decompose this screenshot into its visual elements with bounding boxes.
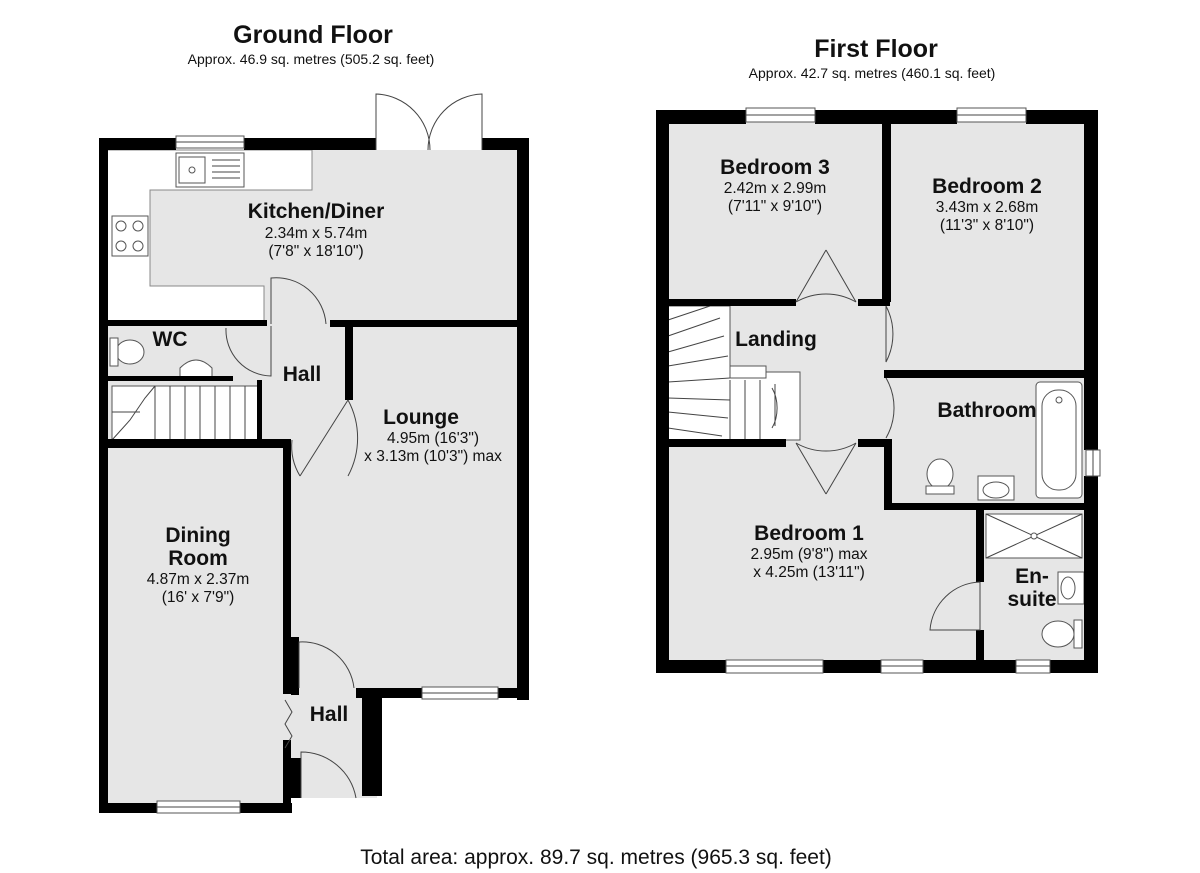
ensuite-basin-icon — [1057, 571, 1085, 605]
kitchen-diner-label: Kitchen/Diner — [248, 200, 385, 223]
front-door — [300, 751, 357, 799]
ensuite-door — [929, 581, 981, 631]
shower-tray-icon — [985, 513, 1083, 559]
lounge-dim-line1: 4.95m (16'3") — [387, 430, 479, 447]
dining-room-label-line2: Room — [168, 547, 228, 570]
dining-room-dim-imperial: (16' x 7'9") — [162, 589, 235, 606]
hall-inner-door — [298, 641, 355, 689]
first-floor-windows — [725, 107, 1101, 674]
first-floor-plan: First Floor Approx. 42.7 sq. metres (460… — [656, 35, 1101, 674]
bedroom3-door — [795, 249, 857, 303]
lounge-door — [291, 399, 349, 477]
lounge-dim-line2: x 3.13m (10'3") max — [364, 448, 502, 465]
ensuite-toilet-icon — [1041, 619, 1083, 649]
ground-stairs — [111, 385, 259, 441]
bathroom-label: Bathroom — [937, 399, 1036, 422]
hall-lower-label: Hall — [310, 703, 349, 726]
bedroom1-door — [795, 442, 857, 495]
wc-door — [225, 326, 272, 377]
bedroom1-dim-line1: 2.95m (9'8") max — [751, 546, 868, 563]
landing-label: Landing — [735, 328, 817, 351]
ground-floor-area: Approx. 46.9 sq. metres (505.2 sq. feet) — [188, 51, 435, 67]
bedroom3-dim-metric: 2.42m x 2.99m — [724, 180, 827, 197]
bath-icon — [1035, 381, 1083, 499]
wc-toilet-icon — [109, 337, 145, 367]
kitchen-diner-dim-metric: 2.34m x 5.74m — [265, 225, 368, 242]
first-floor-area: Approx. 42.7 sq. metres (460.1 sq. feet) — [749, 65, 996, 81]
kitchen-french-door-left — [375, 93, 431, 151]
bedroom3-label: Bedroom 3 — [720, 156, 830, 179]
hall-kitchen-door — [270, 277, 327, 325]
first-floor-walls — [656, 110, 1098, 673]
total-area: Total area: approx. 89.7 sq. metres (965… — [360, 846, 832, 869]
bedroom2-label: Bedroom 2 — [932, 175, 1042, 198]
kitchen-sink-icon — [175, 152, 245, 188]
ground-floor-plan: Ground Floor Approx. 46.9 sq. metres (50… — [99, 21, 529, 814]
first-floor-doors — [795, 249, 981, 631]
dining-room-label-line1: Dining — [165, 524, 230, 547]
hall-upper-label: Hall — [283, 363, 322, 386]
ground-floor-title: Ground Floor — [233, 21, 393, 49]
first-floor-title: First Floor — [814, 35, 938, 63]
bedroom1-label: Bedroom 1 — [754, 522, 864, 545]
dining-room-dim-metric: 4.87m x 2.37m — [147, 571, 250, 588]
ground-floor-walls — [99, 138, 529, 813]
bedroom1-dim-line2: x 4.25m (13'11") — [753, 564, 865, 581]
bedroom2-dim-metric: 3.43m x 2.68m — [936, 199, 1039, 216]
bathroom-basin-icon — [977, 475, 1015, 501]
dining-bifold-door — [284, 699, 293, 749]
lounge-door-arc — [347, 399, 359, 477]
bedroom2-dim-imperial: (11'3" x 8'10") — [940, 217, 1034, 234]
first-stairs — [667, 305, 801, 441]
ground-floor-doors — [225, 93, 483, 799]
kitchen-diner-dim-imperial: (7'8" x 18'10") — [268, 243, 363, 260]
ensuite-label-line1: En- — [1015, 565, 1049, 588]
bedroom2-door — [885, 305, 894, 363]
ensuite-label-line2: suite — [1007, 588, 1056, 611]
ground-floor-fills — [107, 150, 521, 812]
ground-floor-windows — [156, 135, 499, 814]
wc-label: WC — [153, 328, 188, 351]
bedroom3-dim-imperial: (7'11" x 9'10") — [728, 198, 822, 215]
lounge-label: Lounge — [383, 406, 459, 429]
bathroom-toilet-icon — [925, 458, 955, 495]
kitchen-french-door-right — [427, 93, 483, 151]
wc-basin-icon — [179, 359, 213, 379]
hob-icon — [111, 215, 149, 257]
bathroom-door — [885, 377, 895, 439]
